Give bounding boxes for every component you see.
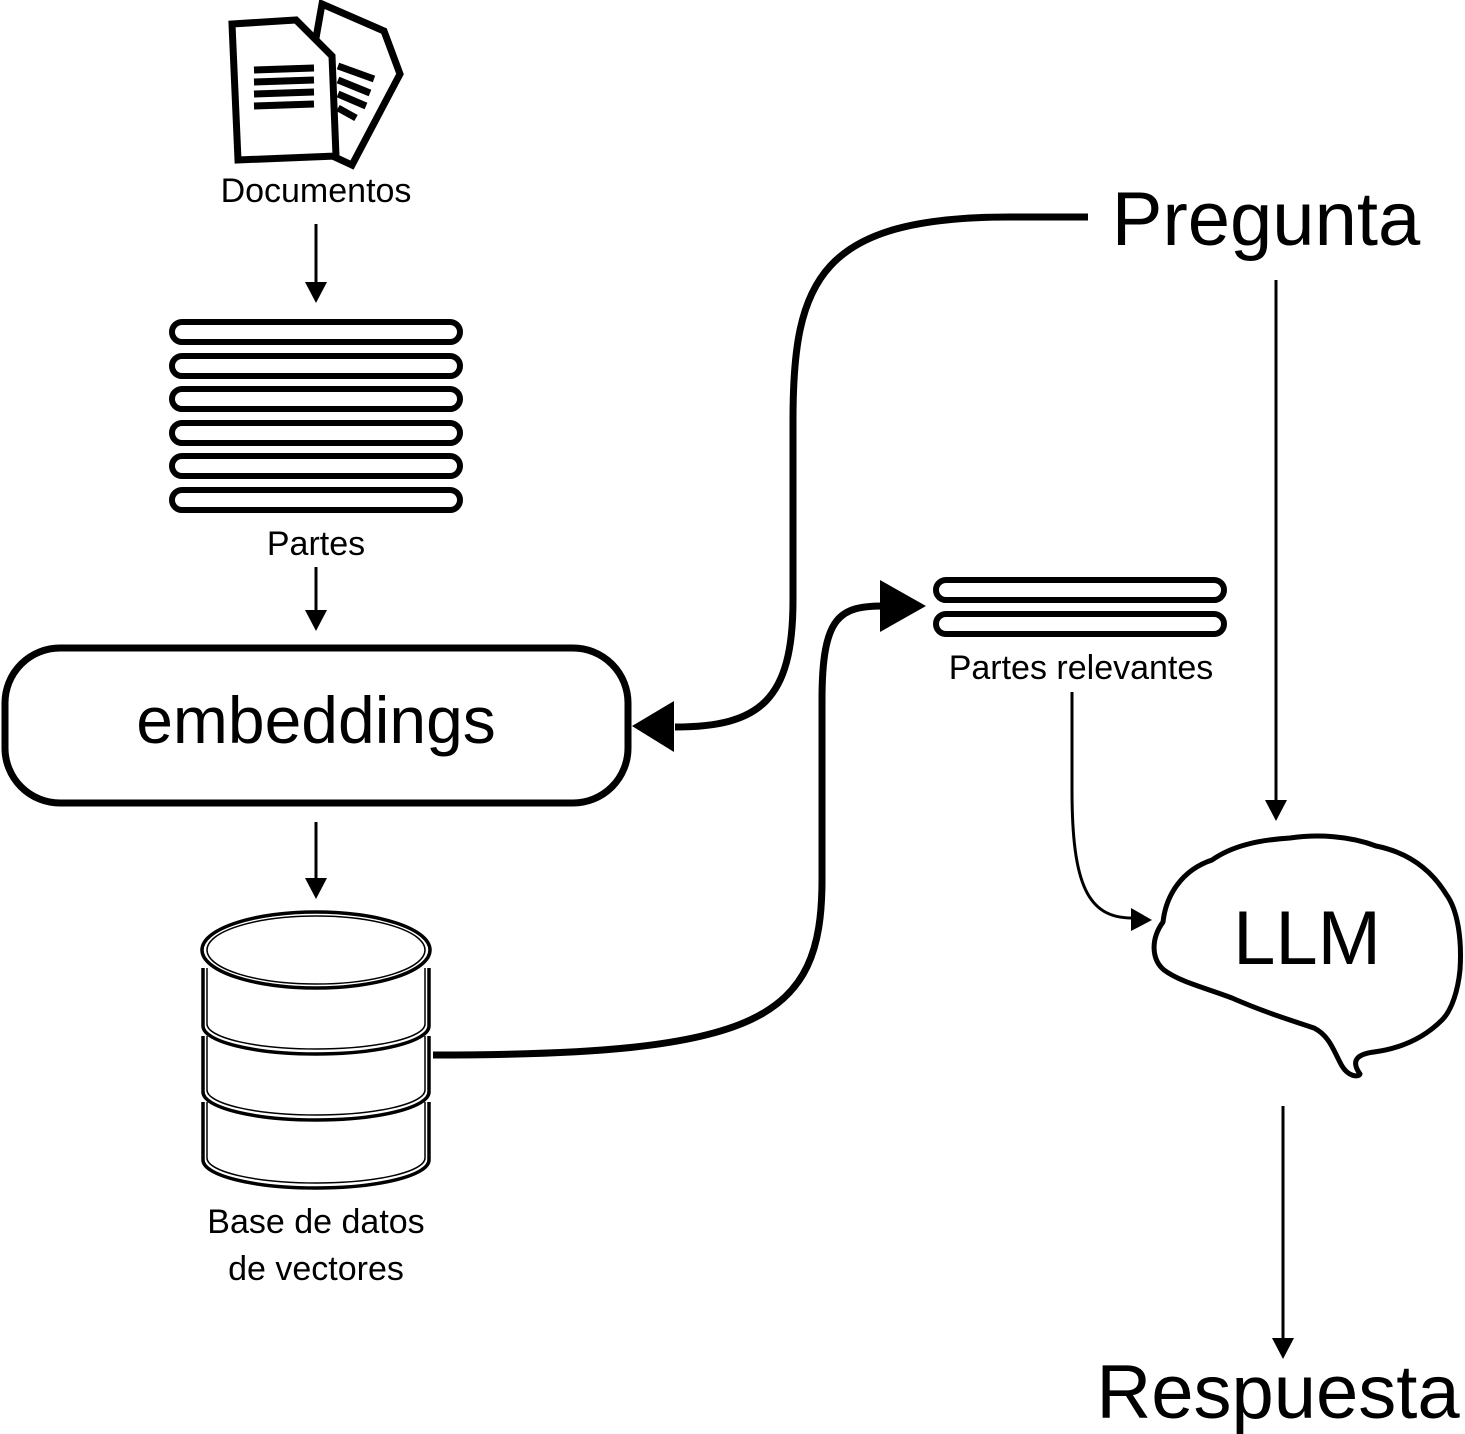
relevant-chunk-stack-icon — [933, 577, 1227, 637]
vector-db-label-line1: Base de datos — [207, 1203, 424, 1241]
arrow-database-to-relevant-chunks — [432, 580, 926, 1059]
answer-label: Respuesta — [1096, 1350, 1460, 1434]
arrow-question-to-embeddings — [632, 213, 1088, 752]
documents-label: Documentos — [221, 172, 412, 210]
chunks-label: Partes — [267, 525, 365, 563]
database-icon — [200, 910, 432, 1190]
embeddings-label: embeddings — [136, 683, 496, 757]
arrow-chunks-to-embeddings — [305, 567, 327, 631]
vector-db-label-line2: de vectores — [228, 1250, 404, 1288]
documents-icon — [228, 0, 404, 170]
chunk-stack-icon — [169, 319, 463, 513]
question-label: Pregunta — [1112, 177, 1421, 262]
arrow-embeddings-to-database — [305, 822, 327, 899]
arrow-question-to-llm — [1265, 280, 1287, 821]
llm-label: LLM — [1233, 896, 1381, 981]
arrow-documents-to-chunks — [305, 224, 327, 303]
relevant-chunks-label: Partes relevantes — [949, 649, 1214, 687]
arrow-relevant-chunks-to-llm — [1070, 692, 1152, 931]
brain-icon — [1151, 833, 1463, 1079]
embeddings-box — [1, 644, 632, 807]
arrow-llm-to-answer — [1272, 1106, 1294, 1359]
